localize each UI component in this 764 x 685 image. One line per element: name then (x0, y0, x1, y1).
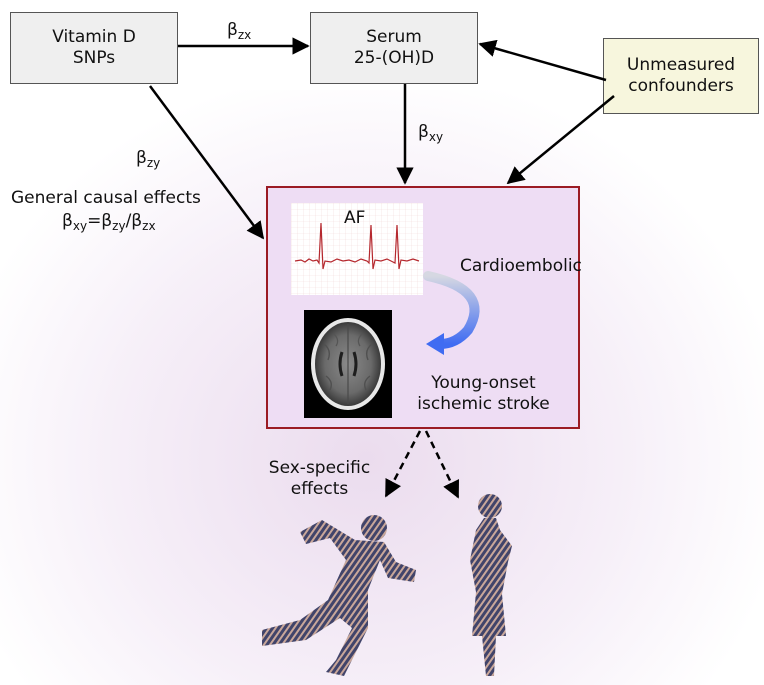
causal-effects-formula: βxy=βzy/βzx (62, 211, 156, 233)
af-label: AF (344, 208, 366, 228)
female-silhouette-icon (470, 494, 512, 676)
formula-den-subscript: zx (142, 219, 156, 233)
serum-line1: Serum (366, 27, 422, 47)
brain-ct-icon (311, 318, 385, 410)
formula-div: /β (125, 211, 143, 231)
arrow-snps-to-stroke (148, 85, 265, 240)
beta-zx-subscript: zx (237, 28, 252, 42)
beta-zy-subscript: zy (146, 156, 161, 170)
arrow-confounders-to-serum (478, 39, 607, 82)
snps-line1: Vitamin D (52, 27, 136, 47)
stroke-line1: Young-onset (431, 373, 536, 393)
brain-ct-scan-image (304, 310, 392, 418)
snps-line2: SNPs (72, 48, 116, 68)
arrow-dashed-female (424, 430, 460, 499)
arrow-dashed-male (384, 430, 422, 498)
causal-effects-title: General causal effects (11, 188, 201, 208)
vitamin-d-snps-node: Vitamin D SNPs (10, 12, 178, 84)
formula-num-subscript: zy (112, 219, 126, 233)
beta-xy-subscript: xy (428, 130, 444, 144)
formula-lhs-subscript: xy (72, 219, 88, 233)
confounders-line2: confounders (628, 76, 734, 96)
stroke-line2: ischemic stroke (417, 394, 550, 414)
sex-line1: Sex-specific (268, 458, 371, 478)
formula-lhs: β (62, 211, 73, 231)
curved-arrow-body (423, 271, 480, 349)
beta-zx-symbol: β (227, 20, 238, 40)
stroke-label: Young-onset ischemic stroke (406, 373, 561, 415)
serum-25ohd-node: Serum 25-(OH)D (310, 12, 478, 84)
ecg-trace-icon (291, 203, 423, 295)
beta-zy-symbol: β (136, 148, 147, 168)
beta-xy-symbol: β (418, 122, 429, 142)
ecg-image (291, 203, 423, 295)
serum-line2: 25-(OH)D (353, 48, 435, 68)
cardioembolic-label: Cardioembolic (460, 256, 582, 276)
sex-specific-label: Sex-specific effects (262, 458, 377, 500)
beta-xy-label: βxy (418, 122, 443, 144)
sex-line2: effects (290, 479, 349, 499)
formula-eq: =β (87, 211, 113, 231)
beta-zx-label: βzx (227, 20, 251, 42)
beta-zy-label: βzy (136, 148, 160, 170)
curved-arrowhead-icon (426, 333, 444, 355)
arrow-confounders-to-stroke (506, 95, 615, 185)
confounders-line1: Unmeasured (626, 55, 736, 75)
male-silhouette-icon (262, 515, 416, 676)
unmeasured-confounders-node: Unmeasured confounders (603, 38, 759, 114)
